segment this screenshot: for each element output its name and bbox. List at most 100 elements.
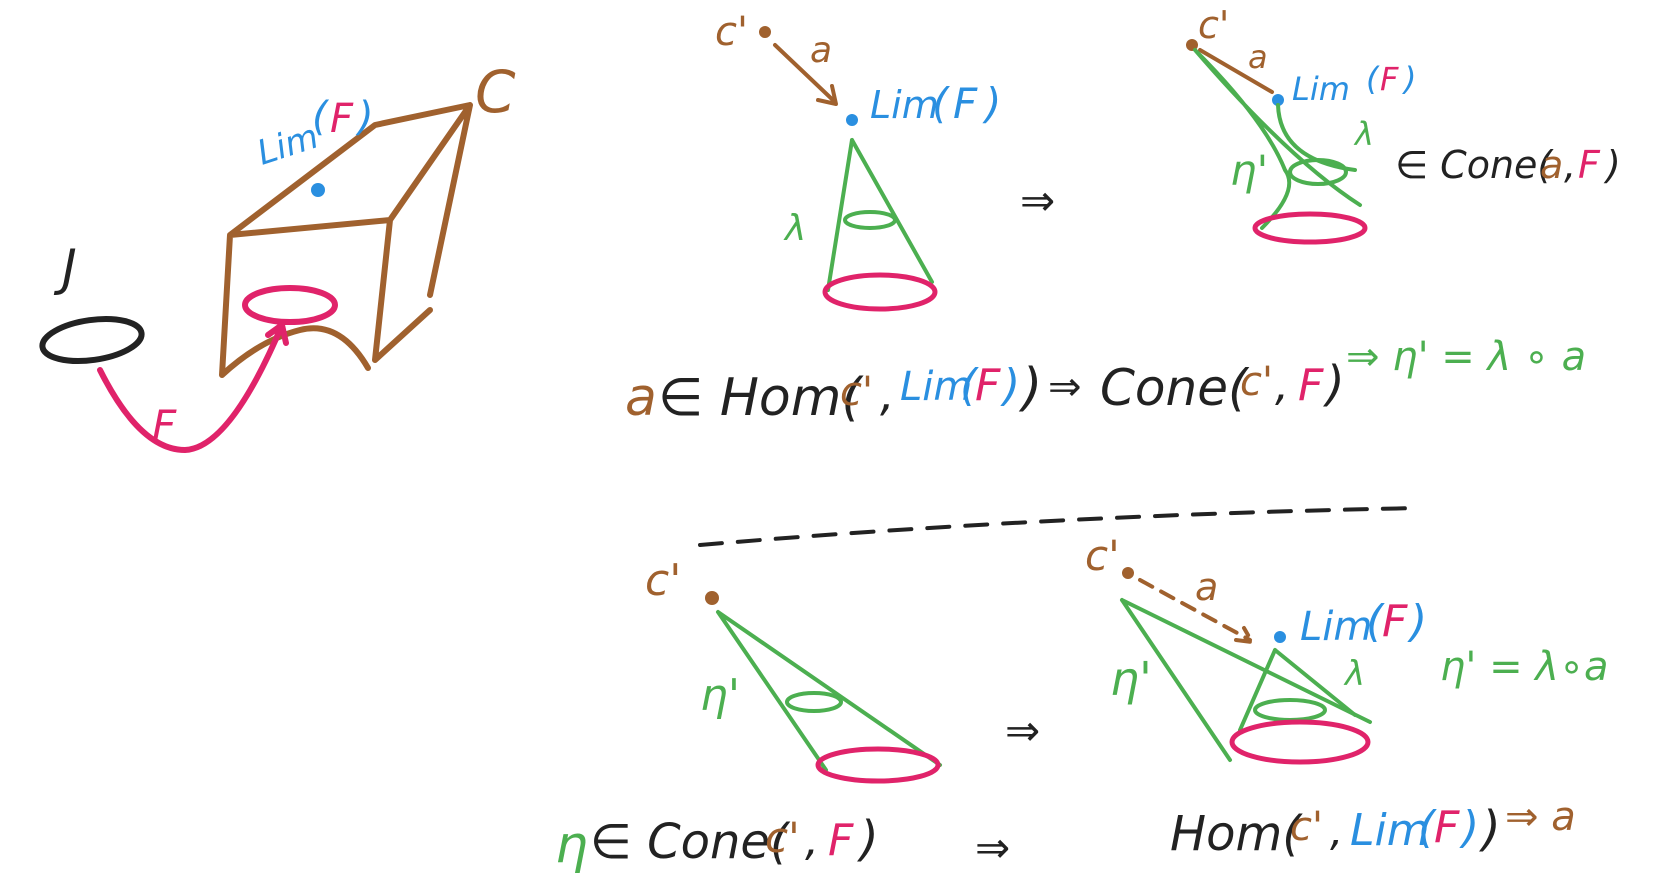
cone-base-ellipse [822,272,938,312]
formula-lim-paren-open: ( [1418,802,1437,853]
limit-label-paren-open: ( [932,79,950,128]
cone-mid-ellipse [843,210,897,230]
formula-lim-arg: F [975,360,1001,411]
arrow-a [1138,578,1254,644]
top-implies-arrow: ⇒ [1020,176,1055,225]
cone-base-ellipse [1229,719,1371,765]
equation: η' = λ∘a [1440,644,1609,690]
formula-implies: ⇒ [1048,364,1082,410]
functor-arrow [97,322,289,453]
formula-hom: Hom( [1170,806,1303,862]
formula-eta: η [555,815,588,875]
formula-arrow-a: ⇒ a [1505,794,1576,840]
formula-in-cone: ∈ Cone( [590,814,791,870]
limit-label-arg: F [953,79,978,128]
formula-implies: ⇒ [975,823,1010,872]
cone-label: λ [1343,654,1365,694]
limit-point [311,183,325,197]
object-point [759,26,771,38]
formula-close-2: ) [1323,356,1345,412]
formula-c-prime: c' [765,813,800,862]
formula-lim-paren-open: ( [960,360,979,411]
induced-label: η' [1110,652,1152,706]
limit-label-paren-close: ) [1402,60,1416,98]
domain-label: J [53,239,77,297]
object-label: c' [1085,531,1120,580]
object-label: c' [715,9,748,55]
formula-lim: Lim [900,364,972,410]
membership-close: ) [1603,143,1621,187]
outer-cone [1120,598,1372,762]
membership-F: F [1578,143,1601,187]
formula-close: ) [1018,358,1042,418]
limit-label-paren-close: ) [1407,596,1427,647]
top-middle-figure: c' a Lim ( F ) λ [715,9,1001,312]
formula-close: ) [857,811,879,867]
formula-lim-paren-close: ) [1459,802,1479,853]
cone-lambda [826,138,934,292]
domain-ellipse [39,316,145,364]
object-point [1122,567,1134,579]
membership-prefix: ∈ Cone( [1395,143,1554,187]
formula-lim: Lim [1350,805,1430,856]
bottom-implies-arrow: ⇒ [1005,706,1040,755]
formula-comma-2: , [1275,360,1289,411]
formula-in-hom: ∈ Hom( [658,368,864,428]
formula-c-prime: c' [840,369,873,415]
induced-label: η' [1230,146,1268,195]
cone-mid-ellipse [1288,158,1348,186]
membership-comma: , [1564,143,1576,187]
limit-label-prefix: Lim [870,83,939,127]
cone-base-ellipse [815,746,941,784]
limit-point [1272,94,1284,106]
formula-F: F [828,815,854,866]
arrow-a [1198,48,1274,94]
formula-comma-2: , [1330,806,1343,855]
functor-label: F [152,401,177,450]
arrow-a-label: a [810,30,832,71]
bottom-right-figure: c' a Lim ( F ) λ η' η' = λ∘a [1085,531,1609,765]
cone-eta [716,610,942,772]
formula-F: F [1298,360,1324,411]
formula-arrow-eq: ⇒ η' = λ ∘ a [1346,334,1586,380]
object-label: c' [1198,3,1229,47]
formula-c-prime-2: c' [1290,804,1323,850]
limit-label-prefix: Lim [1292,70,1350,108]
top-right-figure: c' a Lim ( F ) λ η' ∈ Cone( a , F ) [1186,3,1621,245]
bottom-left-figure: c' η' [645,555,942,784]
formula-lim-paren-close: ) [1000,360,1020,411]
limit-label-paren-open: ( [1366,596,1385,647]
arrow-a [773,43,838,106]
formula-lim-arg: F [1434,802,1460,853]
diagram-image-ellipse [242,285,338,325]
formula-comma: , [805,815,819,866]
limit-label-arg: F [330,96,354,142]
limit-label-paren-close: ) [355,94,374,140]
limit-label-paren-close: ) [982,79,1001,128]
bottom-formula: η ∈ Cone( c' , F ) ⇒ Hom( c' , Lim ( F )… [555,794,1576,875]
cone-label: λ [1353,115,1374,153]
limit-point [846,114,858,126]
limit-label-arg: F [1382,596,1408,647]
category-box [219,102,473,378]
arrow-a-label: a [1248,38,1268,76]
membership-a: a [1540,143,1563,187]
object-point [705,591,719,605]
formula-comma: , [880,367,895,421]
limit-label-prefix: Lim [1300,604,1372,650]
left-figure: C Lim ( F ) J F [39,58,516,453]
cone-base-ellipse [1252,211,1368,245]
induced-cone [1193,48,1362,230]
formula-a: a [625,368,657,428]
limit-label-arg: F [1380,60,1399,98]
formula-close-2: ) [1479,801,1501,857]
limit-label-paren-open: ( [1366,60,1380,98]
divider-dashed-line [698,506,1422,547]
limit-point [1274,631,1286,643]
cone-mid-ellipse [785,691,843,713]
cone-label: η' [700,670,740,721]
object-label: c' [645,555,681,606]
limit-label-paren-open: ( [312,94,330,140]
cone-label: λ [783,208,806,249]
